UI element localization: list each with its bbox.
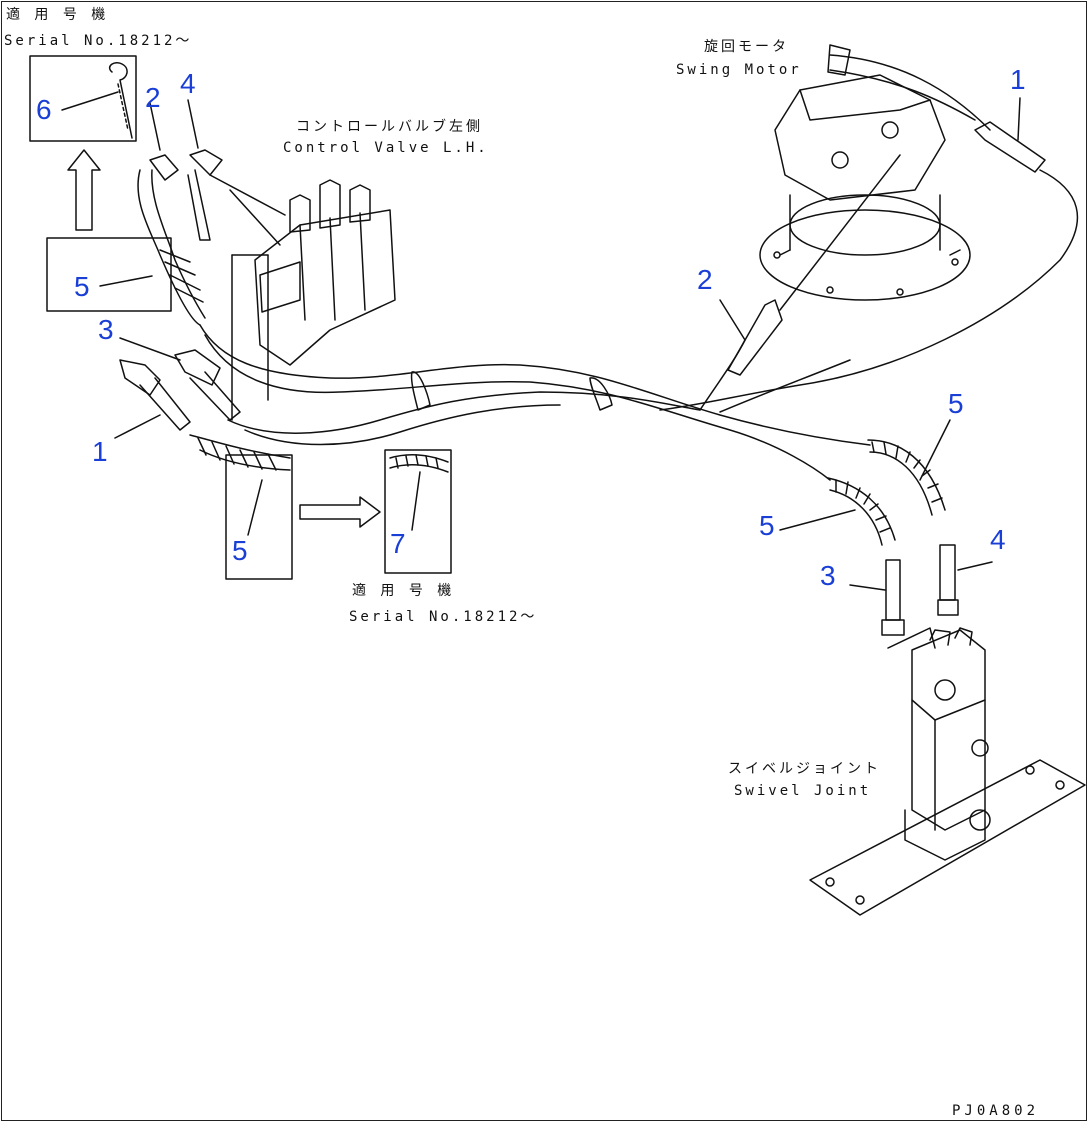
swing-motor-en: Swing Motor <box>676 62 802 78</box>
callout-2-upper: 2 <box>145 82 161 113</box>
serial-mid-jp: 適 用 号 機 <box>352 583 455 599</box>
callout-6: 6 <box>36 94 52 125</box>
serial-mid-en: Serial No.18212～ <box>349 609 538 625</box>
serial-top-jp: 適 用 号 機 <box>6 7 109 23</box>
swing-motor <box>759 44 991 311</box>
serial-top-en: Serial No.18212～ <box>4 33 193 49</box>
right-arrow <box>299 496 381 528</box>
callout-4-upper: 4 <box>180 68 196 99</box>
hose-bundle <box>199 169 1079 481</box>
drawing-code: PJ0A802 <box>952 1103 1040 1119</box>
callout-3-left: 3 <box>98 314 114 345</box>
lower-left-fittings <box>114 337 291 471</box>
callout-3-right: 3 <box>820 560 836 591</box>
callout-7: 7 <box>390 528 406 559</box>
control-valve-jp: コントロールバルブ左側 <box>296 119 483 135</box>
callout-2-right: 2 <box>697 264 713 295</box>
detail-box-5-upper <box>46 237 172 312</box>
detail-box-6 <box>29 55 137 142</box>
callout-1-left: 1 <box>92 436 108 467</box>
callout-5-right-upper: 5 <box>948 388 964 419</box>
right-hoses <box>779 419 951 546</box>
callout-5-lower: 5 <box>232 535 248 566</box>
upper-left-hoses <box>137 99 223 326</box>
up-arrow <box>67 149 101 231</box>
callout-1-right: 1 <box>1010 64 1026 95</box>
control-valve <box>209 174 396 421</box>
swing-motor-fittings <box>719 97 1046 376</box>
callout-4-right: 4 <box>990 524 1006 555</box>
detail-box-7 <box>384 449 452 574</box>
swivel-joint <box>809 627 1086 916</box>
detail-box-5-lower <box>225 454 293 580</box>
swivel-joint-jp: スイベルジョイント <box>728 761 881 777</box>
callout-5-right-lower: 5 <box>759 510 775 541</box>
swivel-joint-en: Swivel Joint <box>734 783 872 799</box>
swing-motor-jp: 旋回モータ <box>704 39 789 55</box>
control-valve-en: Control Valve L.H. <box>283 140 489 156</box>
callout-5-upper: 5 <box>74 271 90 302</box>
swivel-fittings <box>849 544 993 649</box>
